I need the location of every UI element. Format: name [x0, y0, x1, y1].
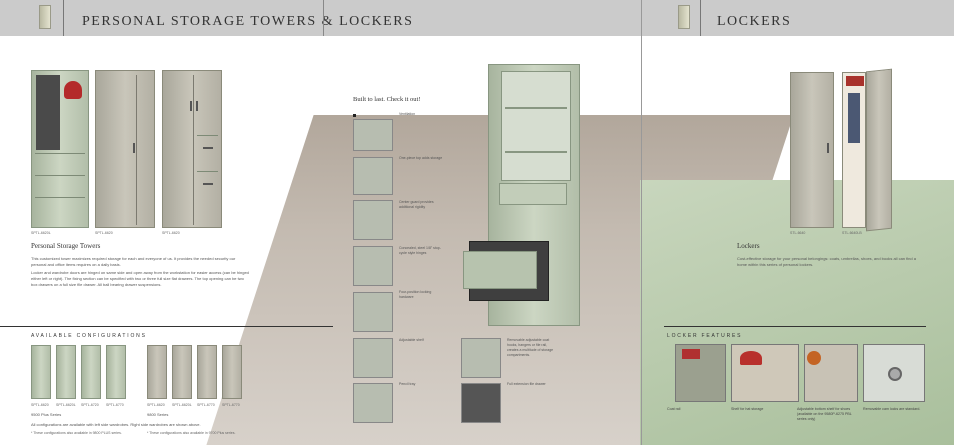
callout-thumb-pencil-tray [353, 383, 393, 423]
hero-code-3: SPTL-6620 [162, 231, 180, 235]
callout-thumb-hinges [353, 246, 393, 286]
config-thumb-a1 [31, 345, 51, 399]
config-code-b1: SPTL-6620 [147, 403, 165, 407]
config-thumb-b2 [172, 345, 192, 399]
callout-ventilation: Ventilation [399, 112, 416, 116]
callout-thumb-hooks [461, 338, 501, 378]
header-separator [63, 0, 64, 36]
tower-cutaway-photo [463, 64, 580, 326]
page-divider [323, 0, 324, 36]
config-thumb-a2 [56, 345, 76, 399]
series-b-name: 9800 Series [147, 412, 169, 417]
hero-code-1: SPTL-6620L [31, 231, 51, 235]
config-code-a2: SPTL-6620L [56, 403, 76, 407]
header-bar [0, 0, 954, 36]
callout-thumb-locking [353, 292, 393, 332]
callout-locking: Four-position locking hardware [399, 290, 432, 299]
tower-closed-photo [95, 70, 155, 228]
tower-thumbnail-icon [39, 5, 51, 29]
config-code-a3: SPTL-6720 [81, 403, 99, 407]
callout-pencil-tray: Pencil tray [399, 382, 416, 386]
locker-thumbnail-icon [678, 5, 690, 29]
callout-shelf: Adjustable shelf [399, 338, 424, 342]
config-code-a4: SPTL-6770 [106, 403, 124, 407]
configs-heading: AVAILABLE CONFIGURATIONS [31, 333, 147, 339]
feature-shoe-shelf: Adjustable bottom shelf for shoes (avail… [797, 407, 852, 421]
locker-code-1: STL-6640 [790, 231, 806, 235]
callout-hinges: Concealed, steel 1/8" stop-cycle style h… [399, 246, 441, 255]
header-separator-right [700, 0, 701, 36]
spread-divider [641, 0, 642, 445]
feature-photo-shoe-shelf [804, 344, 858, 402]
config-code-b2: SPTL-6620L [172, 403, 192, 407]
configs-rule [0, 326, 333, 327]
hero-code-2: SPTL-6620 [95, 231, 113, 235]
locker-code-2: STL-6640LB [842, 231, 862, 235]
config-thumb-b3 [197, 345, 217, 399]
callout-thumb-ventilation [353, 119, 393, 151]
config-code-a1: SPTL-6620 [31, 403, 49, 407]
feature-photo-hat-shelf [731, 344, 799, 402]
feature-coat-rail: Coat rail [667, 407, 681, 411]
tower-drawers-photo [162, 70, 222, 228]
callout-thumb-top [353, 157, 393, 195]
series-a-name: 9500 Plus Series [31, 412, 62, 417]
towers-body-p2: Locker and wardrobe doors are hinged on … [31, 270, 249, 287]
lockers-body: Cost-effective storage for your personal… [737, 256, 916, 267]
locker-closed-photo [790, 72, 834, 228]
left-page-title: PERSONAL STORAGE TOWERS & LOCKERS [82, 14, 414, 29]
callout-hooks: Removable adjustable coat hooks, hangers… [507, 338, 554, 357]
feature-photo-cam-lock [863, 344, 925, 402]
config-code-b3: SPTL-6770 [197, 403, 215, 407]
config-thumb-a3 [81, 345, 101, 399]
footnote-series-b: * These configurations also available in… [147, 431, 236, 435]
callout-thumb-shelf [353, 338, 393, 378]
config-thumb-b1 [147, 345, 167, 399]
callout-top: One-piece top adds storage [399, 156, 443, 160]
feature-hat-shelf: Shelf for hat storage [731, 407, 764, 411]
locker-open-photo [842, 72, 866, 228]
callout-dot [353, 114, 356, 117]
callout-thumb-guard [353, 200, 393, 240]
section-title-towers: Personal Storage Towers [31, 242, 101, 250]
config-thumb-b4 [222, 345, 242, 399]
tower-open-photo [31, 70, 89, 228]
features-heading: LOCKER FEATURES [667, 333, 743, 339]
section-title-lockers: Lockers [737, 242, 760, 250]
features-rule [664, 326, 926, 327]
config-thumb-a4 [106, 345, 126, 399]
callout-thumb-file-drawer [461, 383, 501, 423]
config-code-b4: SPTL-6770 [222, 403, 240, 407]
feature-photo-coat-rail [675, 344, 726, 402]
callout-guard: Center guard provides additional rigidit… [399, 200, 434, 209]
right-page-title: LOCKERS [717, 14, 792, 29]
footnote-series-a: * These configurations also available in… [31, 431, 122, 435]
configs-footnote: All configurations are available with le… [31, 422, 201, 427]
callout-file-drawer: Full extension file drawer [507, 382, 546, 386]
center-heading: Built to last. Check it out! [353, 96, 421, 103]
feature-cam-locks: Removable cam locks are standard. [863, 407, 921, 411]
locker-open-door [866, 68, 892, 232]
towers-body-p1: This customized tower maximizes required… [31, 256, 236, 267]
